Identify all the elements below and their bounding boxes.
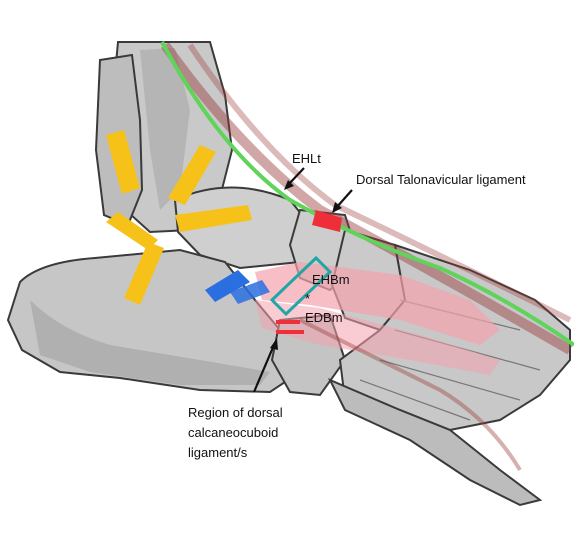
arrow-ehlt-head — [284, 180, 294, 190]
ligament-yellow-3 — [106, 212, 158, 250]
ligament-blue-2 — [230, 280, 270, 304]
ligament-yellow-2 — [168, 145, 216, 205]
label-ehbm: EHBm — [312, 272, 350, 287]
calcaneocuboid-mark-2 — [276, 330, 304, 334]
ehb-muscle-belly — [255, 262, 500, 345]
dorsal-talonavicular-ligament — [312, 210, 342, 232]
label-calcaneocuboid-line3: ligament/s — [188, 445, 248, 460]
arrow-talonavicular-head — [332, 202, 342, 213]
ehl-tendon — [160, 41, 574, 347]
ligament-yellow-5 — [124, 242, 164, 305]
calcaneus-shading — [30, 300, 270, 385]
blue-ligament-group — [205, 270, 270, 304]
extensor-tendon-dark — [160, 42, 573, 355]
arrow-calcaneocuboid-head — [270, 338, 278, 350]
ehb-highlight-box — [269, 255, 333, 317]
arrow-ehlt-line — [287, 167, 305, 186]
label-calcaneocuboid-line2: calcaneocuboid — [188, 425, 278, 440]
muscles-group — [160, 42, 573, 472]
yellow-ligaments-group — [106, 130, 252, 305]
metatarsal-base — [327, 378, 543, 507]
label-dorsal-talonavicular: Dorsal Talonavicular ligament — [356, 172, 526, 187]
talus-bone — [173, 186, 320, 270]
arrow-talonavicular-line — [335, 189, 353, 209]
label-edbm: EDBm — [305, 310, 343, 325]
ligament-blue-1 — [205, 270, 250, 302]
label-calcaneocuboid-line1: Region of dorsal — [188, 405, 283, 420]
edb-muscle-belly — [255, 300, 500, 375]
label-asterisk: * — [305, 291, 310, 306]
calcaneocuboid-ligament-marks — [276, 320, 304, 334]
ligament-yellow-4 — [175, 205, 252, 232]
tibia-shading — [140, 48, 190, 210]
annotation-arrows — [252, 167, 353, 393]
arrow-calcaneocuboid-line — [252, 344, 276, 393]
labels-group: EHLt Dorsal Talonavicular ligament EHBm … — [188, 151, 526, 460]
extensor-tendon-dark-3 — [299, 318, 522, 472]
calcaneocuboid-mark-1 — [276, 320, 300, 324]
ligament-yellow-1 — [106, 130, 140, 194]
label-ehlt: EHLt — [292, 151, 321, 166]
